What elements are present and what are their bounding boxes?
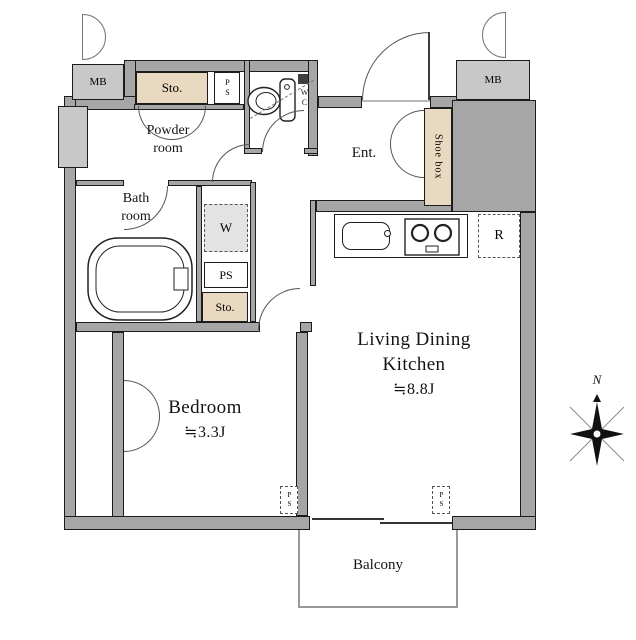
- washer-space: W: [204, 204, 248, 252]
- exterior-door-arc-left: [82, 14, 106, 60]
- wall-wc-entrance-divider: [308, 60, 318, 156]
- wall-corridor-right: [310, 200, 316, 286]
- storage-mid-label: Sto.: [215, 299, 235, 314]
- shoe-box-label: Shoe box: [432, 134, 444, 180]
- pipe-space-balcony-right: PS: [432, 486, 450, 514]
- wall-top: [124, 60, 318, 72]
- wc-pipe-box: [298, 74, 308, 84]
- storage-top-label: Sto.: [161, 80, 183, 95]
- stove-icon: [404, 218, 460, 256]
- wall-wc-bottom-b: [304, 148, 318, 154]
- wall-powder-bottom-a: [76, 180, 124, 186]
- bedroom-size: ≒3.3J: [184, 423, 226, 441]
- pipe-space-top: PS: [214, 72, 240, 104]
- entrance-door-leaf: [428, 32, 430, 100]
- meter-box-left-label: MB: [89, 76, 107, 88]
- wall-bath-column: [196, 186, 202, 322]
- meter-box-right: MB: [456, 60, 530, 100]
- powder-room-label: Powder room: [118, 122, 218, 158]
- refrigerator-label: R: [494, 228, 504, 243]
- ldk-size: ≒8.8J: [393, 381, 435, 399]
- meter-niche-left: [58, 106, 88, 168]
- washer-label: W: [219, 220, 233, 235]
- powder-room-line2: room: [153, 141, 183, 157]
- storage-mid: Sto.: [202, 292, 248, 322]
- pipe-space-mid: PS: [204, 262, 248, 288]
- powder-room-line1: Powder: [146, 123, 190, 138]
- balcony-area: [298, 530, 458, 608]
- shoe-box-door-arc-bottom: [390, 144, 424, 178]
- wall-right: [520, 212, 536, 530]
- wc-label: WC: [300, 88, 309, 108]
- compass-north-label: N: [592, 372, 602, 387]
- shoe-box-door-arc-top: [390, 110, 424, 144]
- shoe-box: Shoe box: [424, 108, 452, 206]
- bedroom-label: Bedroom ≒3.3J: [130, 396, 280, 443]
- bathtub-icon: [87, 237, 193, 321]
- wall-bottom-b: [452, 516, 536, 530]
- wall-bedroom-right: [296, 332, 308, 516]
- wall-bedroom-top-b: [300, 322, 312, 332]
- meter-box-left: MB: [72, 64, 124, 100]
- bedroom-window-arc-bottom: [124, 416, 160, 452]
- ldk-label: Living Dining Kitchen ≒8.8J: [324, 328, 504, 401]
- pipe-space-balcony-left-label: PS: [285, 491, 294, 509]
- hall-door-arc: [258, 288, 300, 330]
- bedroom-name: Bedroom: [168, 397, 242, 418]
- pipe-space-balcony-right-label: PS: [437, 491, 446, 509]
- balcony-window-pane-right: [380, 522, 452, 524]
- wall-bottom-a: [64, 516, 310, 530]
- storage-top: Sto.: [136, 72, 208, 104]
- wall-kitchen: [316, 200, 452, 212]
- pipe-space-top-label: PS: [223, 78, 232, 98]
- kitchen-sink: [342, 222, 390, 250]
- ldk-line1: Living Dining: [357, 329, 471, 350]
- bedroom-window-arc-top: [124, 380, 160, 416]
- balcony-window-pane-left: [312, 518, 384, 520]
- faucet-icon: [384, 230, 391, 237]
- pipe-space-mid-label: PS: [219, 267, 233, 282]
- wall-corridor-left: [250, 182, 256, 322]
- wall-bedroom-top-a: [76, 322, 260, 332]
- wall-right-block: [452, 100, 536, 212]
- meter-box-right-label: MB: [484, 74, 502, 86]
- entrance-label: Ent.: [351, 145, 377, 161]
- wall-entrance-top-a: [318, 96, 362, 108]
- balcony-label: Balcony: [353, 557, 403, 573]
- toilet-icon: [247, 78, 296, 122]
- entrance-threshold: [362, 100, 430, 102]
- ldk-line2: Kitchen: [382, 353, 446, 375]
- exterior-door-arc-right: [482, 12, 506, 58]
- wall-bedroom-left: [112, 332, 124, 530]
- pipe-space-balcony-left: PS: [280, 486, 298, 514]
- refrigerator-space: R: [478, 214, 520, 258]
- compass-rose-icon: [569, 394, 625, 466]
- entrance-door-arc: [362, 32, 430, 100]
